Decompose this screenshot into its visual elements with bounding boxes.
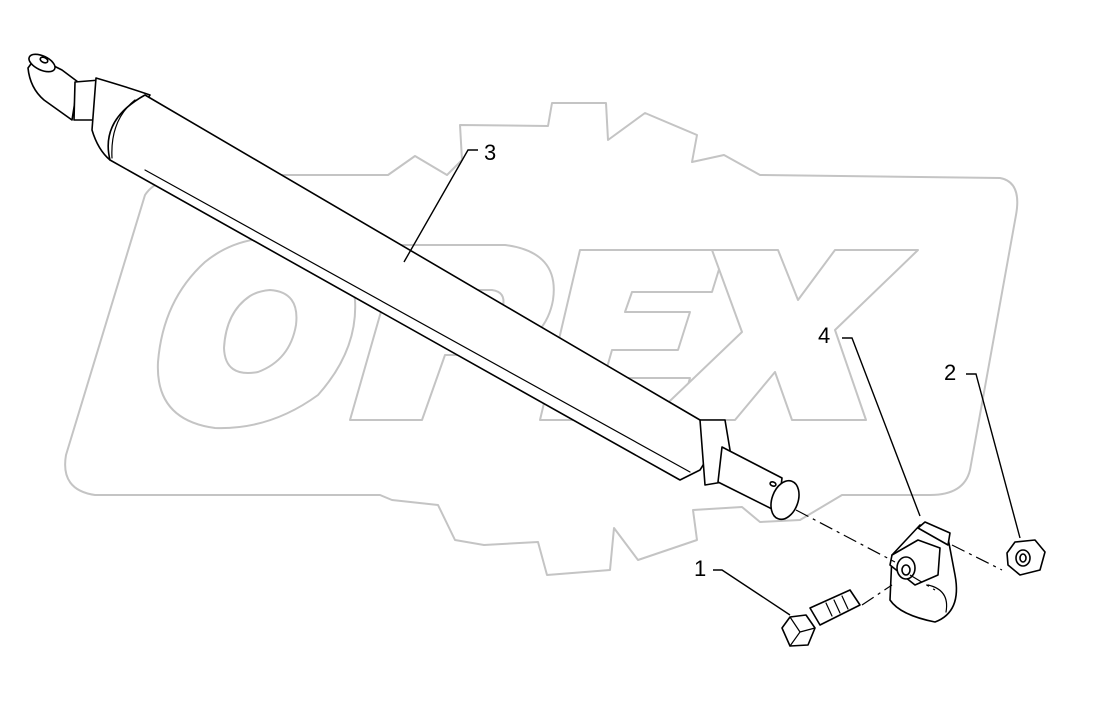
callout-part-1[interactable]: 1 [694, 556, 791, 616]
callout-label-3: 3 [484, 140, 496, 165]
hex-nut-icon[interactable] [1006, 539, 1046, 576]
callout-label-1: 1 [694, 556, 706, 581]
callout-label-2: 2 [944, 360, 956, 385]
hex-bolt-icon[interactable] [781, 589, 861, 647]
assembly-centerline [795, 509, 1003, 591]
callout-part-4[interactable]: 4 [818, 323, 921, 517]
clamp-icon[interactable] [889, 521, 958, 623]
bolt-centerline [861, 584, 893, 606]
callout-label-4: 4 [818, 323, 830, 348]
callout-part-3[interactable]: 3 [403, 140, 496, 263]
shaft-icon[interactable] [26, 51, 804, 524]
callout-part-2[interactable]: 2 [944, 360, 1021, 539]
logo-letter-o-hole [223, 289, 298, 374]
